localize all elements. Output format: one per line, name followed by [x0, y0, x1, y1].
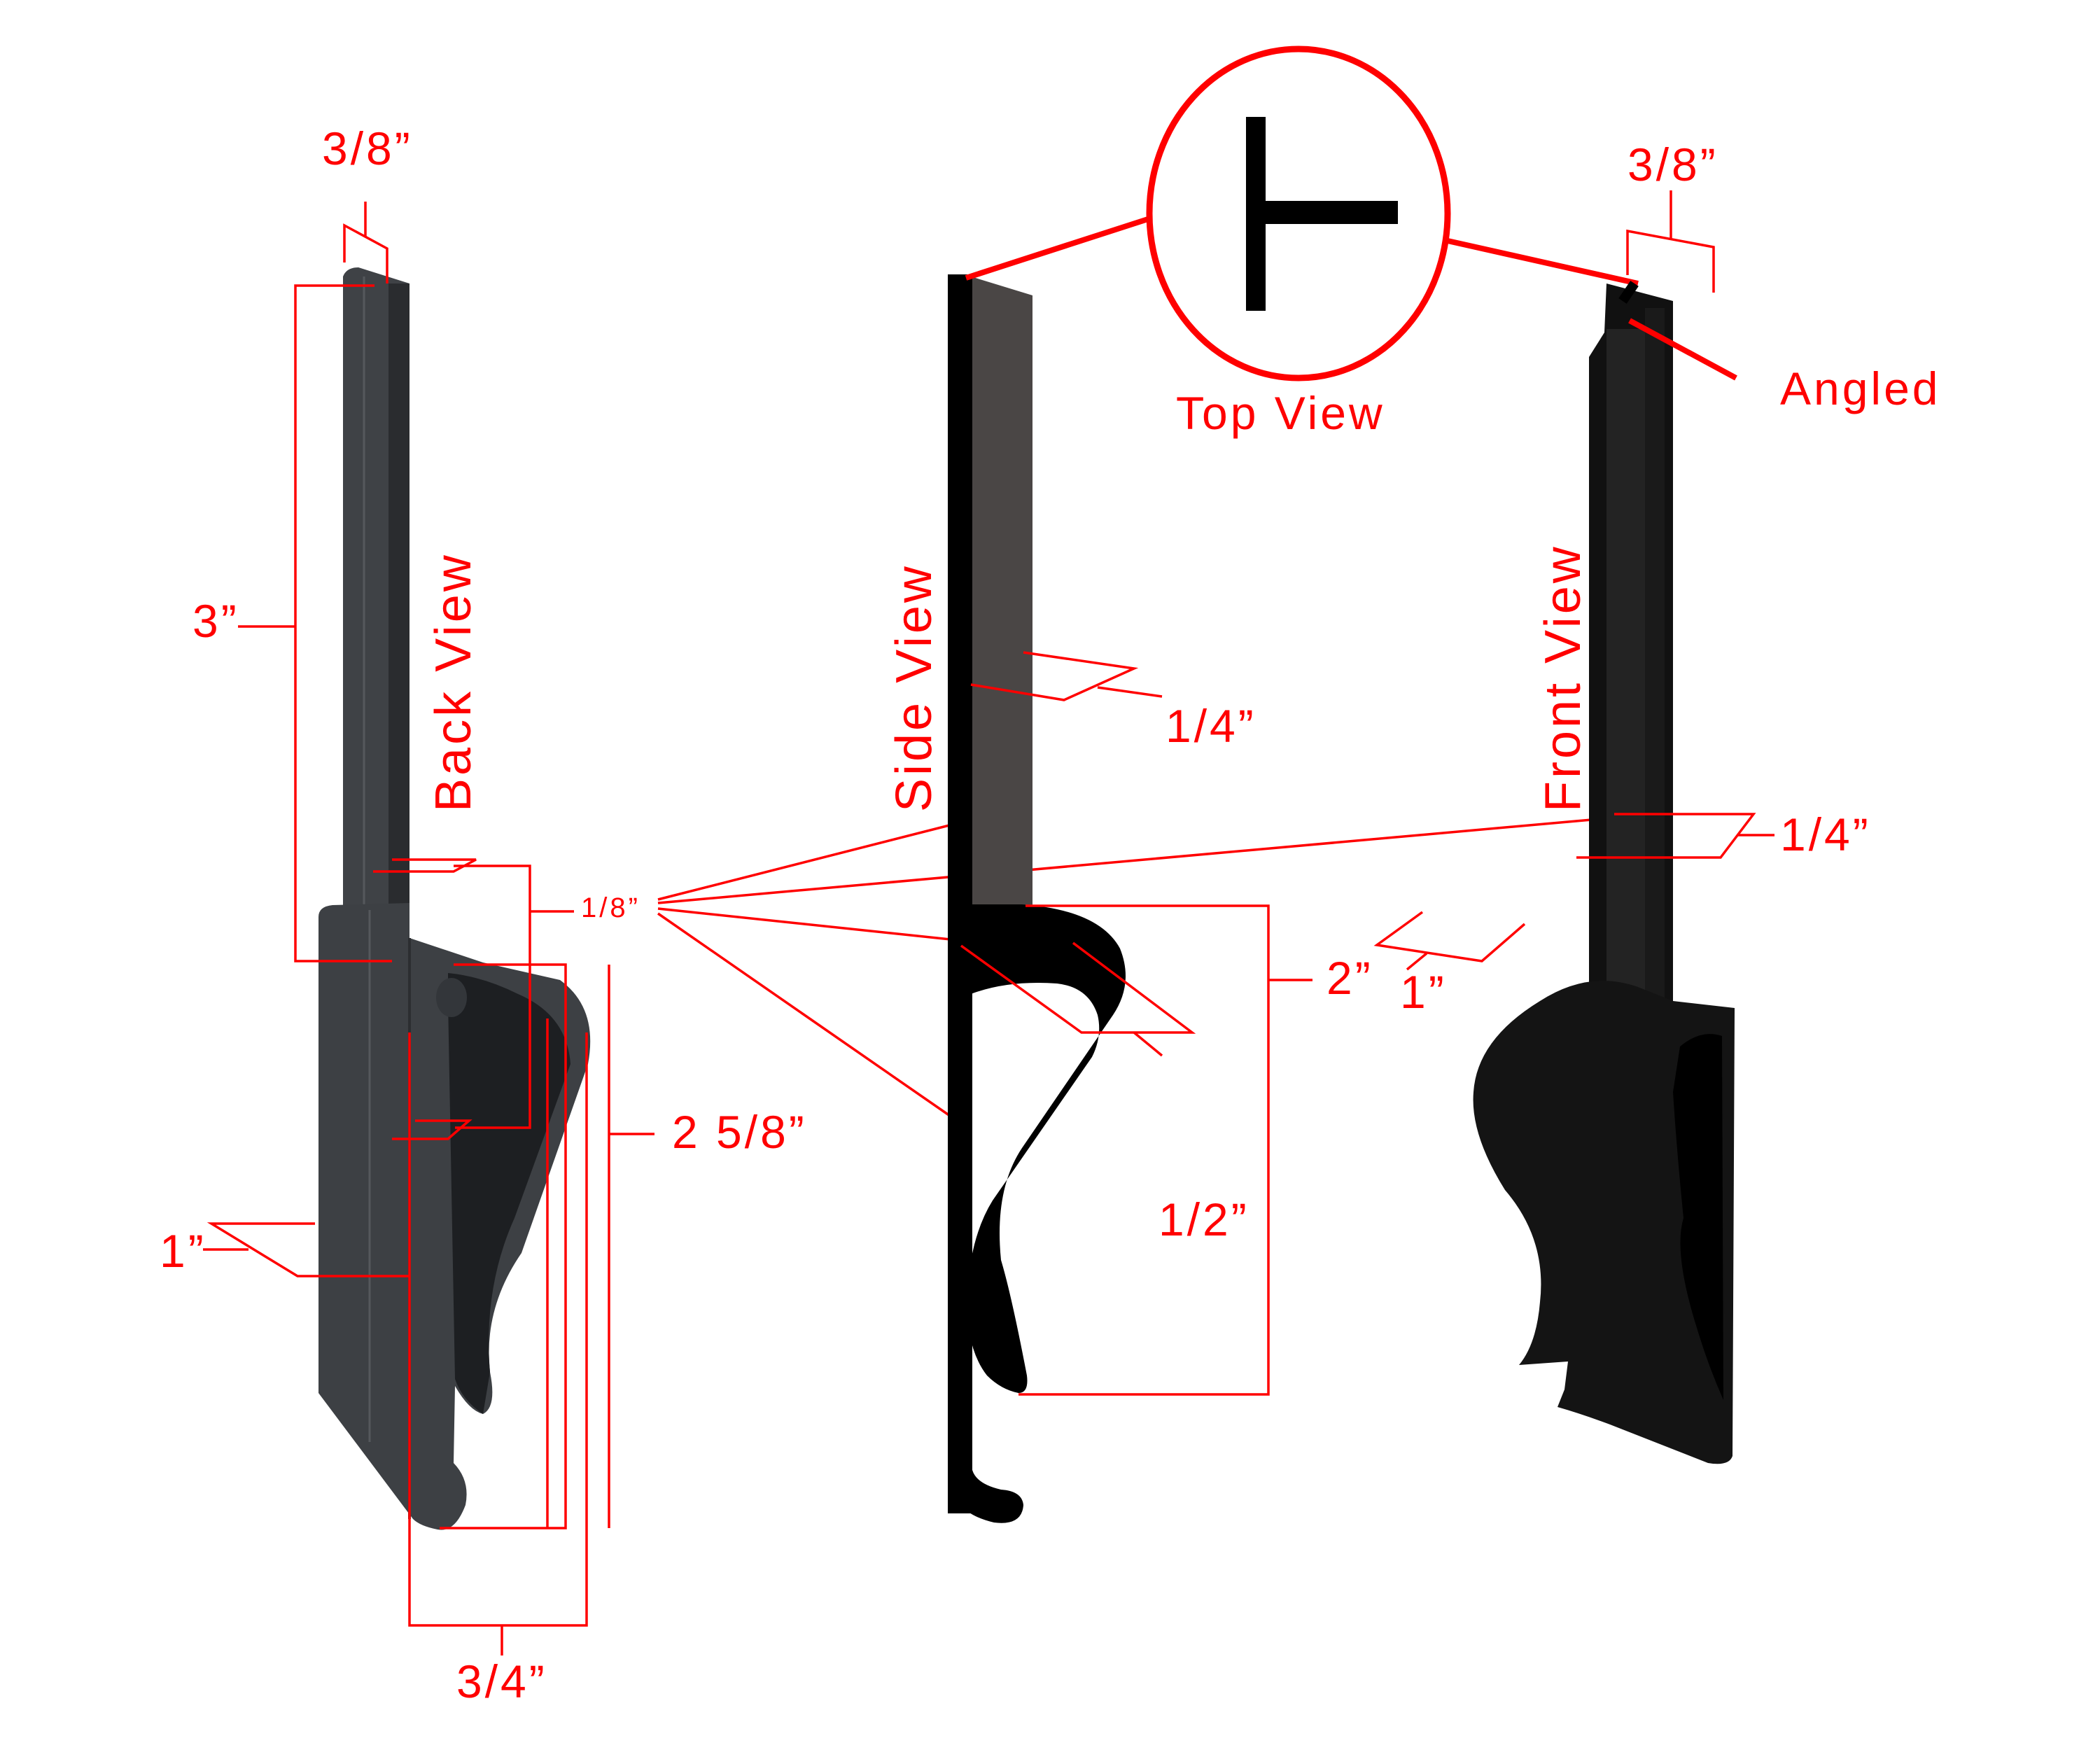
top-view-title: Top View [1176, 387, 1385, 439]
back-shaft-height-label: 3” [192, 595, 239, 647]
back-view [318, 267, 591, 1530]
front-top-width-label: 3/8” [1628, 139, 1718, 190]
back-body-depth-label: 1” [160, 1225, 206, 1277]
front-view-dimensions: Front View 3/8” Angled 1/4” 1” [1373, 139, 1941, 1018]
front-view-opening [1673, 1034, 1723, 1400]
side-hook-gap-label: 1/2” [1158, 1194, 1250, 1245]
side-view-hook [966, 904, 1126, 1393]
back-view-title: Back View [426, 552, 482, 812]
side-view-shaft-face [971, 276, 1032, 906]
side-view-title: Side View [886, 564, 942, 812]
thickness-label: 1/8” [581, 892, 640, 923]
side-shaft-width-label: 1/4” [1166, 700, 1256, 752]
front-body-depth-label: 1” [1400, 966, 1447, 1018]
front-view-title: Front View [1535, 544, 1591, 812]
back-view-shaft-edge [388, 284, 410, 966]
back-opening-width-label: 3/4” [456, 1656, 547, 1707]
top-view-t-bar [1246, 201, 1398, 224]
back-view-hook-inner [448, 973, 570, 1414]
front-view [1473, 281, 1735, 1464]
back-body-height-label: 2 5/8” [672, 1106, 807, 1158]
front-shaft-width-label: 1/4” [1780, 808, 1871, 860]
top-view: Top View [965, 46, 1639, 439]
front-view-body [1473, 981, 1735, 1464]
back-view-dimensions: 3/8” 3” Back View 2 5/8” 3/4” 1” [160, 122, 807, 1707]
back-top-width-label: 3/8” [322, 122, 413, 174]
side-view-foot [948, 1470, 1023, 1523]
side-view-dimensions: Side View 1/4” 2” 1/2” [886, 564, 1373, 1396]
side-hook-height-label: 2” [1326, 952, 1373, 1004]
front-angled-callout: Angled [1780, 363, 1941, 414]
side-view [948, 274, 1126, 1523]
